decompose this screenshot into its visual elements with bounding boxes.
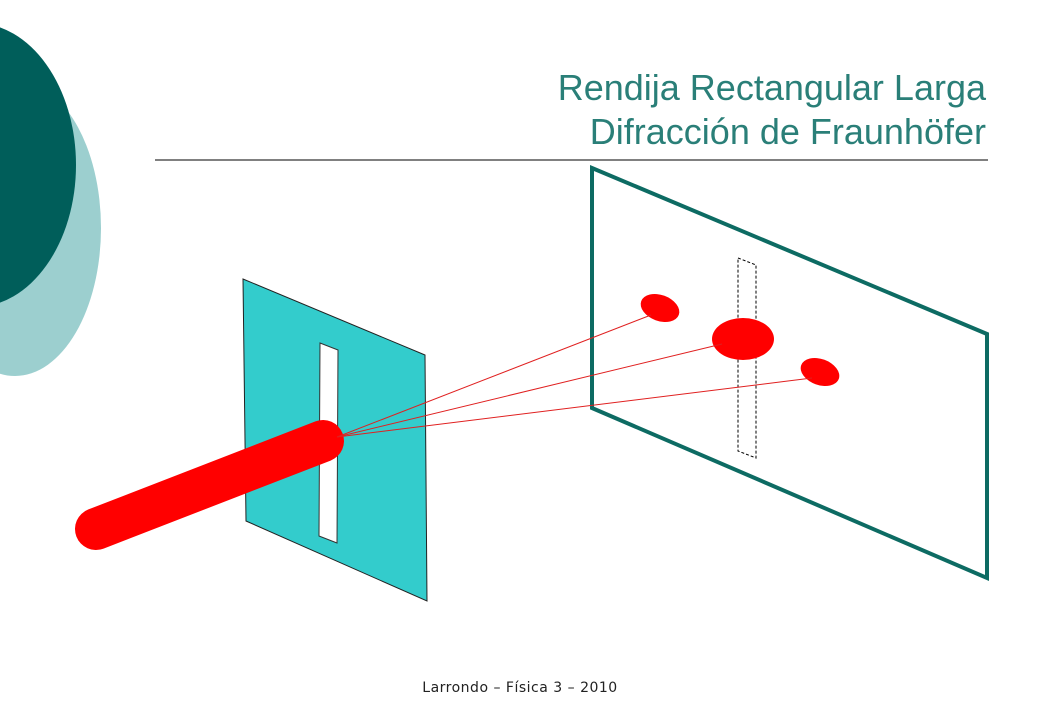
title-line-2: Difracción de Fraunhöfer xyxy=(589,111,986,152)
footer-credit: Larrondo – Física 3 – 2010 xyxy=(422,680,618,696)
ray-to-upper-spot xyxy=(336,314,652,438)
ray-to-central-spot xyxy=(336,343,723,438)
title-line-1: Rendija Rectangular Larga xyxy=(557,67,986,108)
slit-projection-dashed xyxy=(737,257,757,459)
laser-beam xyxy=(75,420,344,550)
slide-title: Rendija Rectangular Larga Difracción de … xyxy=(558,66,986,154)
dark-teal-circle xyxy=(0,27,76,303)
central-maximum-spot xyxy=(712,318,774,360)
observation-screen xyxy=(590,164,989,582)
lower-secondary-spot xyxy=(800,357,840,387)
ray-to-lower-spot xyxy=(336,377,813,438)
